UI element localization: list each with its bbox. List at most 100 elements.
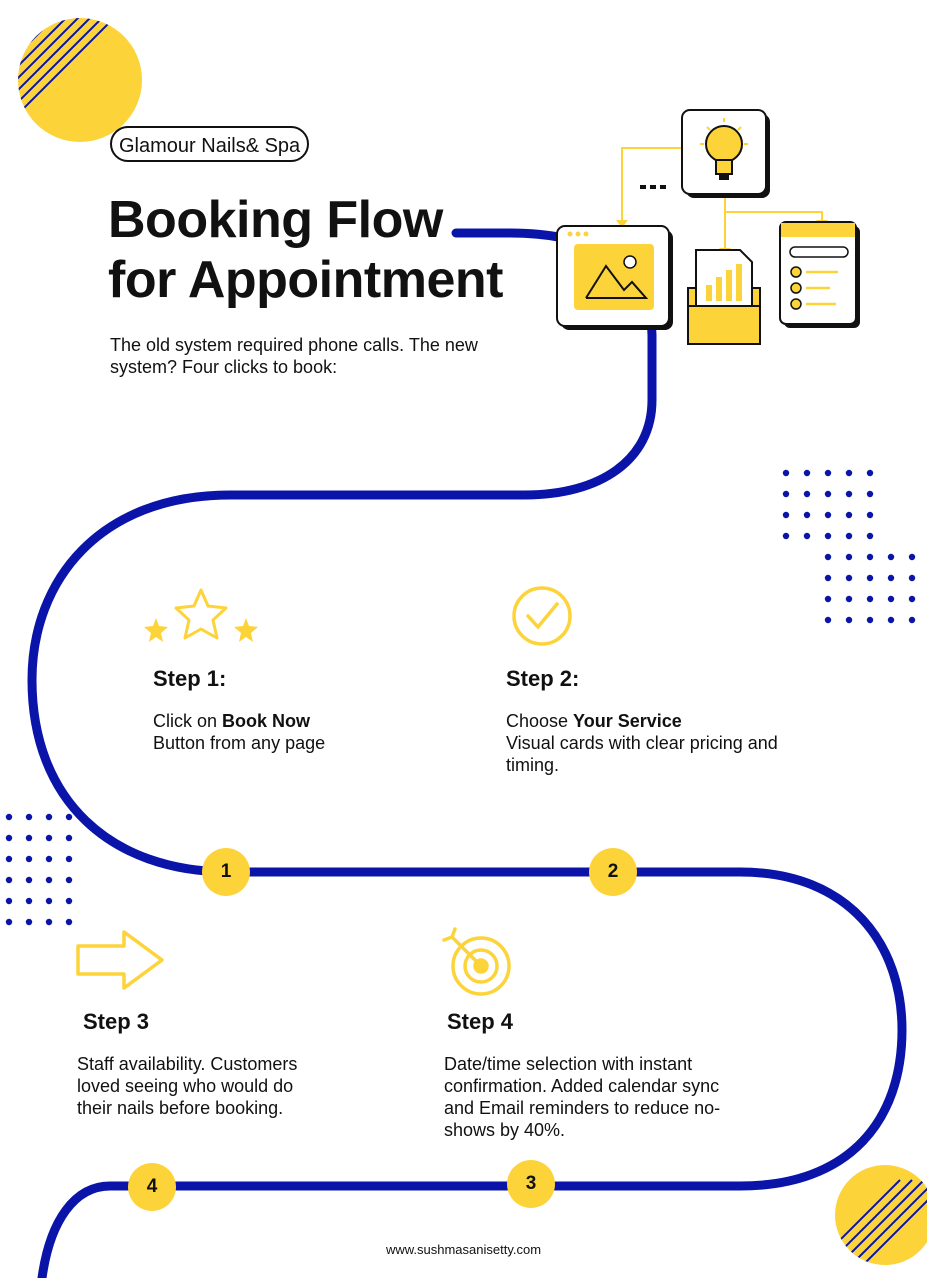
- decor-dot: [803, 469, 811, 477]
- stars-icon: [174, 588, 228, 640]
- decor-dot: [866, 469, 874, 477]
- decor-dot: [824, 532, 832, 540]
- decor-dot: [866, 511, 874, 519]
- target-icon: [442, 927, 511, 996]
- decor-dot: [65, 918, 73, 926]
- decor-dot: [887, 616, 895, 624]
- decor-dot: [887, 574, 895, 582]
- step-2-description: Choose Your Service Visual cards with cl…: [506, 710, 796, 776]
- decor-dot: [803, 511, 811, 519]
- decor-circle-bottom-right: [835, 1165, 927, 1265]
- decor-dot: [845, 595, 853, 603]
- image-icon: [556, 225, 673, 330]
- decor-dot: [887, 553, 895, 561]
- decor-dot: [866, 595, 874, 603]
- decor-dot: [65, 855, 73, 863]
- step-badge-2: 2: [589, 848, 637, 896]
- step-1-description: Click on Book Now Button from any page: [153, 710, 413, 754]
- step-badge-1: 1: [202, 848, 250, 896]
- step-2-pre: Choose: [506, 711, 574, 731]
- decor-dot: [65, 834, 73, 842]
- illustration-group: [556, 109, 860, 345]
- decor-dot: [824, 469, 832, 477]
- decor-dot: [5, 918, 13, 926]
- decor-dots-right: [782, 469, 916, 624]
- decor-dot: [65, 813, 73, 821]
- step-1-bold: Book Now: [222, 711, 311, 731]
- decor-dot: [45, 897, 53, 905]
- step-2-bold: Your Service: [573, 711, 682, 731]
- intro-text: The old system required phone calls. The…: [110, 335, 478, 377]
- decor-dot: [908, 574, 916, 582]
- decor-dot: [824, 511, 832, 519]
- decor-dot: [866, 490, 874, 498]
- decor-dot: [65, 897, 73, 905]
- decor-dots-left: [5, 813, 73, 926]
- decor-circle-top-left: [18, 18, 142, 142]
- decor-dot: [803, 490, 811, 498]
- decor-dot: [5, 897, 13, 905]
- step-badge-4: 4: [128, 1163, 176, 1211]
- decor-dot: [866, 574, 874, 582]
- check-circle-icon: [512, 586, 572, 646]
- form-list-icon: [779, 221, 860, 328]
- decor-dot: [25, 855, 33, 863]
- brand-label: Glamour Nails& Spa: [110, 126, 310, 162]
- decor-dot: [824, 574, 832, 582]
- footer-url: www.sushmasanisetty.com: [385, 1242, 542, 1257]
- decor-dot: [824, 616, 832, 624]
- decor-dot: [866, 532, 874, 540]
- decor-dot: [845, 532, 853, 540]
- decor-dot: [866, 616, 874, 624]
- decor-dot: [824, 553, 832, 561]
- decor-dot: [908, 595, 916, 603]
- decor-dot: [5, 813, 13, 821]
- decor-dot: [25, 834, 33, 842]
- decor-dot: [25, 918, 33, 926]
- step-3-description: Staff availability. Customers loved seei…: [77, 1054, 298, 1118]
- decor-dot: [45, 855, 53, 863]
- step-1-pre: Click on: [153, 711, 223, 731]
- small-stars-icon: [144, 618, 258, 642]
- decor-dot: [782, 511, 790, 519]
- decor-dot: [845, 616, 853, 624]
- title-line-1: Booking Flow: [108, 191, 443, 249]
- flow-path: [27, 228, 907, 1278]
- decor-dot: [45, 876, 53, 884]
- decor-dot: [5, 834, 13, 842]
- step-2-desc: Visual cards with clear pricing and timi…: [506, 733, 778, 775]
- step-2-heading: Step 2:: [506, 666, 580, 691]
- decor-dot: [824, 490, 832, 498]
- page-title: Booking Flow for Appointment: [108, 190, 503, 310]
- step-3-heading: Step 3: [83, 1009, 150, 1034]
- decor-dot: [65, 876, 73, 884]
- decor-dot: [845, 469, 853, 477]
- decor-dot: [845, 490, 853, 498]
- decor-dot: [803, 532, 811, 540]
- decor-dot: [25, 897, 33, 905]
- title-line-2: for Appointment: [108, 251, 503, 309]
- lightbulb-icon: [681, 109, 770, 198]
- decor-dot: [5, 855, 13, 863]
- decor-dot: [5, 876, 13, 884]
- decor-dot: [45, 834, 53, 842]
- chart-document-icon: [687, 249, 761, 345]
- step-1-desc: Button from any page: [153, 733, 326, 753]
- decor-dot: [45, 813, 53, 821]
- decor-dot: [25, 876, 33, 884]
- step-1-heading: Step 1:: [153, 666, 227, 691]
- decor-dot: [908, 616, 916, 624]
- decor-dot: [25, 813, 33, 821]
- decor-dot: [782, 469, 790, 477]
- decor-dot: [845, 511, 853, 519]
- decor-dot: [845, 574, 853, 582]
- decor-dot: [782, 490, 790, 498]
- decor-dot: [782, 532, 790, 540]
- decor-dot: [824, 595, 832, 603]
- decor-dot: [45, 918, 53, 926]
- arrow-right-icon: [76, 930, 164, 990]
- step-4-description: Date/time selection with instant confirm…: [444, 1054, 721, 1140]
- decor-dot: [866, 553, 874, 561]
- step-badge-3: 3: [507, 1160, 555, 1208]
